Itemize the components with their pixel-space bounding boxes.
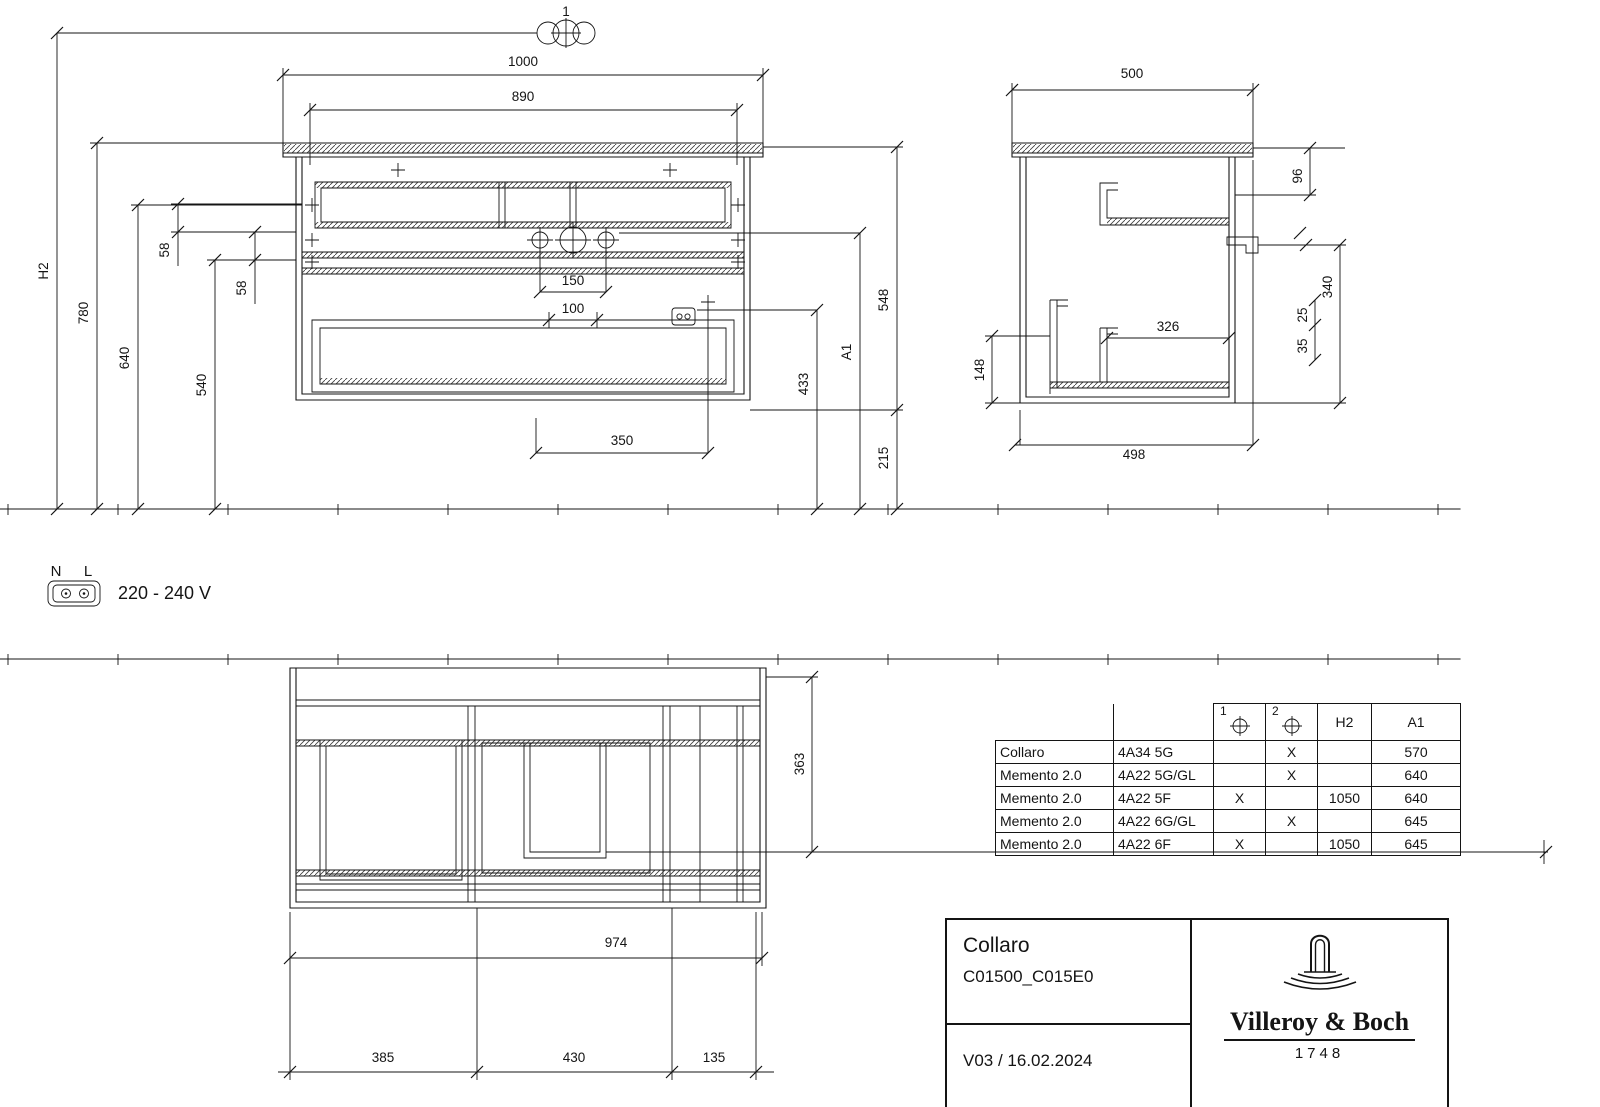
series-cell: Memento 2.0 bbox=[995, 832, 1114, 856]
dim-inner-326: 326 bbox=[1157, 319, 1180, 334]
brand-year: 1748 bbox=[1294, 1045, 1345, 1062]
series-cell: Memento 2.0 bbox=[995, 786, 1114, 810]
dim-a1: A1 bbox=[839, 344, 854, 361]
vb-logo-icon bbox=[1283, 934, 1356, 990]
socket-icon bbox=[671, 307, 696, 326]
h2-cell bbox=[1317, 763, 1372, 787]
table-row: Collaro 4A34 5G X 570 bbox=[995, 740, 1461, 764]
product-line: Collaro bbox=[963, 934, 1030, 957]
dim-seg-135: 135 bbox=[703, 1050, 726, 1065]
h2-cell: 1050 bbox=[1317, 832, 1372, 856]
code-cell: 4A22 6G/GL bbox=[1113, 809, 1214, 833]
dim-25: 25 bbox=[1295, 307, 1310, 322]
code-cell: 4A22 6F bbox=[1113, 832, 1214, 856]
hole1-cell bbox=[1213, 740, 1266, 764]
a1-cell: 570 bbox=[1371, 740, 1461, 764]
terminal-l-label: L bbox=[84, 563, 92, 580]
code-cell: 4A22 5F bbox=[1113, 786, 1214, 810]
hole1-cell: X bbox=[1213, 786, 1266, 810]
series-cell: Memento 2.0 bbox=[995, 763, 1114, 787]
tap-hole-marks bbox=[527, 222, 619, 258]
hole1-cell bbox=[1213, 763, 1266, 787]
hole2-cell: X bbox=[1265, 763, 1318, 787]
hole2-cell: X bbox=[1265, 740, 1318, 764]
hole2-cell: X bbox=[1265, 809, 1318, 833]
brand-panel: Villeroy & Boch 1748 bbox=[1192, 920, 1447, 1107]
front-view: 1 bbox=[36, 4, 904, 516]
a1-cell: 640 bbox=[1371, 763, 1461, 787]
dim-96: 96 bbox=[1290, 168, 1305, 183]
dim-35: 35 bbox=[1295, 338, 1310, 353]
revision-date: V03 / 16.02.2024 bbox=[963, 1051, 1093, 1070]
table-row: Memento 2.0 4A22 6G/GL X 645 bbox=[995, 809, 1461, 833]
dim-58-upper: 58 bbox=[157, 242, 172, 257]
a1-cell: 640 bbox=[1371, 786, 1461, 810]
tap-hole-2-header: 2 bbox=[1270, 704, 1313, 739]
voltage-label: 220 - 240 V bbox=[118, 583, 211, 603]
hole1-cell: X bbox=[1213, 832, 1266, 856]
dim-640: 640 bbox=[117, 347, 132, 370]
table-row: Memento 2.0 4A22 5F X 1050 640 bbox=[995, 786, 1461, 810]
dim-seg-385: 385 bbox=[372, 1050, 395, 1065]
a1-cell: 645 bbox=[1371, 832, 1461, 856]
a1-cell: 645 bbox=[1371, 809, 1461, 833]
col-header-h2: H2 bbox=[1317, 703, 1372, 741]
plan-view: 974 385 430 135 363 bbox=[278, 667, 1553, 1080]
code-cell: 4A34 5G bbox=[1113, 740, 1214, 764]
dim-tap-spacing: 150 bbox=[562, 273, 585, 288]
article-numbers: C01500_C015E0 bbox=[963, 967, 1094, 986]
tap-hole-icon bbox=[1281, 716, 1302, 736]
dim-340: 340 bbox=[1320, 276, 1335, 299]
brand-name: Villeroy & Boch bbox=[1223, 1007, 1416, 1041]
dim-h2: H2 bbox=[36, 262, 51, 279]
power-socket-icon bbox=[47, 580, 101, 607]
dim-548: 548 bbox=[876, 289, 891, 312]
washbasin-spec-table: 1 2 H2 A1 Collaro 4A34 5G X 570 Memento … bbox=[995, 703, 1461, 856]
tap-hole-icon bbox=[1229, 716, 1250, 736]
dim-433: 433 bbox=[796, 373, 811, 396]
dim-215: 215 bbox=[876, 447, 891, 470]
h2-cell bbox=[1317, 740, 1372, 764]
side-view: 500 498 326 148 96 340 25 35 bbox=[972, 66, 1347, 462]
h2-cell: 1050 bbox=[1317, 786, 1372, 810]
dim-depth-top: 500 bbox=[1121, 66, 1144, 81]
series-cell: Memento 2.0 bbox=[995, 809, 1114, 833]
dim-seg-430: 430 bbox=[563, 1050, 586, 1065]
power-note: N L 220 - 240 V bbox=[47, 563, 211, 607]
title-block-left: Collaro C01500_C015E0 V03 / 16.02.2024 bbox=[947, 920, 1192, 1107]
handle-profile bbox=[1226, 236, 1259, 254]
reference-baselines bbox=[0, 504, 1461, 665]
dim-depth-bottom: 498 bbox=[1123, 447, 1146, 462]
code-cell: 4A22 5G/GL bbox=[1113, 763, 1214, 787]
hole-count-2: 2 bbox=[1272, 704, 1279, 719]
dim-width-974: 974 bbox=[605, 935, 628, 950]
dim-width-inner: 890 bbox=[512, 89, 535, 104]
hole1-cell bbox=[1213, 809, 1266, 833]
dim-width-overall: 1000 bbox=[508, 54, 538, 69]
dim-780: 780 bbox=[76, 302, 91, 325]
title-block-product: Collaro C01500_C015E0 bbox=[947, 920, 1190, 1025]
mounting-cross-marks bbox=[305, 163, 745, 309]
hole2-cell bbox=[1265, 832, 1318, 856]
dim-depth-363: 363 bbox=[792, 753, 807, 776]
hole2-cell bbox=[1265, 786, 1318, 810]
dim-58-lower: 58 bbox=[234, 280, 249, 295]
dim-tap-clearance: 100 bbox=[562, 301, 585, 316]
tap-hole-config-icon: 1 bbox=[536, 4, 596, 48]
col-header-a1: A1 bbox=[1371, 703, 1461, 741]
terminal-n-label: N bbox=[51, 563, 62, 580]
tap-hole-1-header: 1 bbox=[1218, 704, 1261, 739]
dim-540: 540 bbox=[194, 374, 209, 397]
h2-cell bbox=[1317, 809, 1372, 833]
title-block: Collaro C01500_C015E0 V03 / 16.02.2024 V… bbox=[945, 918, 1449, 1107]
hole-count-1: 1 bbox=[1220, 704, 1227, 719]
table-row: Memento 2.0 4A22 5G/GL X 640 bbox=[995, 763, 1461, 787]
dim-bottom-350: 350 bbox=[611, 433, 634, 448]
callout-number: 1 bbox=[562, 4, 570, 19]
dim-148: 148 bbox=[972, 359, 987, 382]
table-row: Memento 2.0 4A22 6F X 1050 645 bbox=[995, 832, 1461, 856]
series-cell: Collaro bbox=[995, 740, 1114, 764]
spec-header-row: 1 2 H2 A1 bbox=[995, 703, 1461, 741]
